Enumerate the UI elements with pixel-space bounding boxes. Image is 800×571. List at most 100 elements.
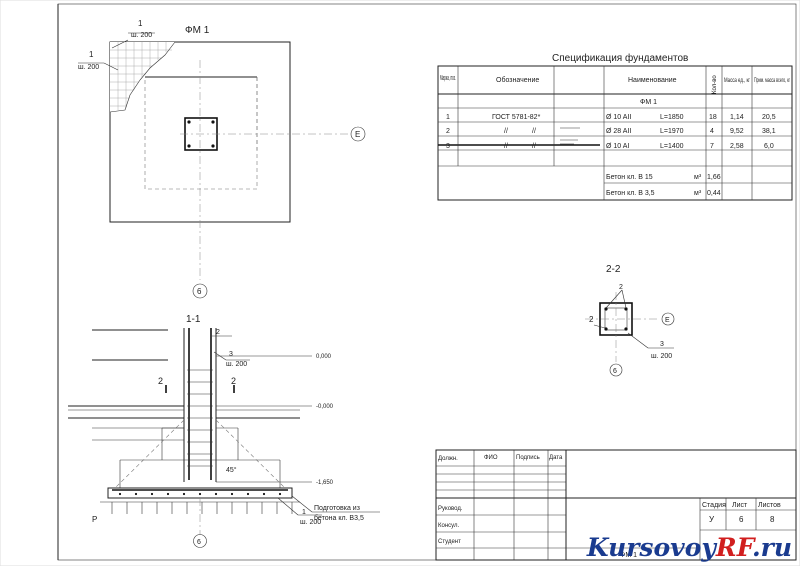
spec-row-len: L=1400 bbox=[660, 143, 684, 150]
section-11-axis-bubble bbox=[193, 534, 207, 548]
spec-row-pos: 3 bbox=[446, 143, 450, 150]
section-11-stirrups bbox=[187, 369, 213, 467]
stamp-sheet: 6 bbox=[739, 515, 744, 524]
spec-header-designation: Обозначение bbox=[496, 76, 539, 84]
spec-table: Спецификация фундаментов Марка, поз. Обо… bbox=[437, 52, 793, 201]
spec-row-des2: // bbox=[532, 143, 536, 150]
spec-row-mass: 1,14 bbox=[730, 114, 744, 121]
watermark-part1: Kursovoy bbox=[586, 533, 716, 562]
stamp-sheets-label: Листов bbox=[758, 502, 781, 509]
spec-row-des2: // bbox=[532, 128, 536, 135]
stamp-stage: У bbox=[709, 515, 715, 524]
spec-concrete-unit: м³ bbox=[694, 174, 702, 181]
spec-row-mass: 2,58 bbox=[730, 143, 744, 150]
section-22-label-2-top: 2 bbox=[619, 284, 623, 291]
stamp-sheets: 8 bbox=[770, 515, 775, 524]
section-22-label-2-left: 2 bbox=[589, 315, 594, 324]
spec-row-qty: 18 bbox=[709, 114, 717, 121]
spec-row-des1: // bbox=[504, 143, 508, 150]
stamp-sheet-label: Лист bbox=[732, 502, 748, 509]
spec-row-total: 20,5 bbox=[762, 114, 776, 121]
section-1-1: 1-1 bbox=[68, 314, 380, 548]
section-11-label-2: 2 bbox=[216, 329, 220, 336]
section-22-label-3-text: ш. 200 bbox=[651, 353, 672, 360]
spec-concrete-value: 1,66 bbox=[707, 174, 721, 181]
watermark-part3: .ru bbox=[751, 533, 792, 562]
stamp-stage-label: Стадия bbox=[702, 502, 726, 509]
spec-header-name: Наименование bbox=[628, 77, 677, 84]
spec-header-mark: Марка, поз. bbox=[440, 75, 456, 82]
section-11-label-1: 1 bbox=[302, 509, 306, 516]
stamp-col-position: Должн. bbox=[438, 456, 458, 462]
section-11-cut-right: 2 bbox=[231, 376, 236, 386]
section-22-axis-e-bubble bbox=[661, 312, 675, 326]
foundation-plan: 1 ш. 200 ФМ 1 1 ш. 200 Е 6 bbox=[78, 19, 366, 299]
spec-row-dia: Ø 10 AII bbox=[606, 114, 631, 121]
section-11-load-arrows bbox=[111, 502, 293, 514]
section-11-level-1: 0,000 bbox=[316, 354, 332, 360]
stamp-col-sign: Подпись bbox=[516, 455, 540, 461]
spec-row-total: 6,0 bbox=[764, 143, 774, 150]
section-22-axis-g-label: 6 bbox=[613, 368, 617, 375]
section-22-axis-g-bubble bbox=[609, 363, 623, 377]
plan-axis-e-bubble bbox=[350, 126, 366, 142]
plan-rebar-grid bbox=[109, 41, 176, 113]
stamp-row-student: Студент bbox=[438, 539, 461, 545]
plan-axis-e-label: Е bbox=[355, 130, 360, 139]
stamp-row-consultant: Консул. bbox=[438, 523, 460, 529]
section-11-prep-line1: Подготовка из bbox=[314, 505, 360, 512]
section-22-axis-e-label: Е bbox=[665, 317, 670, 324]
spec-row-des1: // bbox=[504, 128, 508, 135]
section-11-prep-line2: бетона кл. В3,5 bbox=[314, 514, 364, 522]
spec-group: ФМ 1 bbox=[640, 99, 657, 106]
spec-header-mass: Масса ед., кг bbox=[724, 78, 751, 84]
spec-concrete-name: Бетон кл. В 3,5 bbox=[606, 190, 655, 197]
section-11-label-3-text: ш. 200 bbox=[226, 361, 247, 368]
plan-callout-top-text: ш. 200 bbox=[131, 32, 152, 39]
stamp-col-date: Дата bbox=[549, 455, 563, 461]
section-11-angle: 45° bbox=[226, 466, 237, 474]
spec-concrete-1: Бетон кл. В 15 м³ 1,66 bbox=[606, 174, 721, 181]
spec-row-pos: 2 bbox=[446, 128, 450, 135]
section-22-title: 2-2 bbox=[606, 264, 621, 275]
spec-concrete-2: Бетон кл. В 3,5 м³ 0,44 bbox=[606, 190, 721, 197]
section-11-level-2: -0,000 bbox=[316, 404, 334, 410]
spec-row-3: 3 // // Ø 10 AI L=1400 7 2,58 6,0 bbox=[446, 143, 774, 150]
spec-row-total: 38,1 bbox=[762, 128, 776, 135]
spec-row-qty: 4 bbox=[710, 128, 714, 135]
stamp-col-name: ФИО bbox=[484, 455, 498, 461]
stamp-row-supervisor: Руковод. bbox=[438, 506, 463, 512]
spec-row-qty: 7 bbox=[710, 143, 714, 150]
plan-callout-top-num: 1 bbox=[138, 19, 143, 28]
section-11-title: 1-1 bbox=[186, 314, 201, 325]
watermark-part2: RF bbox=[715, 533, 752, 562]
plan-axis-g-bubble bbox=[192, 283, 208, 299]
section-11-axis-label: 6 bbox=[197, 539, 201, 546]
section-11-rebar-dots bbox=[118, 492, 282, 496]
spec-title: Спецификация фундаментов bbox=[552, 52, 688, 64]
spec-row-dia: Ø 28 AII bbox=[606, 128, 631, 135]
plan-callout-left-num: 1 bbox=[89, 50, 94, 59]
plan-title: ФМ 1 bbox=[185, 25, 210, 36]
section-22-label-3: 3 bbox=[660, 341, 664, 348]
section-2-2: 2-2 2 2 3 ш. 200 Е 6 bbox=[585, 264, 675, 377]
spec-row-1: 1 ГОСТ 5781-82* Ø 10 AII L=1850 18 1,14 … bbox=[446, 114, 776, 121]
plan-axis-g-label: 6 bbox=[197, 287, 202, 296]
spec-row-pos: 1 bbox=[446, 114, 450, 121]
spec-concrete-name: Бетон кл. В 15 bbox=[606, 174, 653, 181]
section-11-p-label: Р bbox=[92, 515, 97, 524]
spec-row-len: L=1970 bbox=[660, 128, 684, 135]
plan-callout-left-text: ш. 200 bbox=[78, 64, 99, 71]
stamp-bottom-label: ФМ 1 bbox=[620, 552, 637, 559]
title-block: Должн. ФИО Подпись Дата Руковод. Консул.… bbox=[435, 449, 797, 561]
watermark-logo[interactable]: KursovoyRF.ru bbox=[587, 533, 792, 562]
spec-row-des1: ГОСТ 5781-82* bbox=[492, 114, 541, 121]
spec-row-dia: Ø 10 AI bbox=[606, 143, 629, 150]
spec-row-len: L=1850 bbox=[660, 114, 684, 121]
section-11-label-1-text: ш. 200 bbox=[300, 519, 321, 526]
spec-row-2: 2 // // Ø 28 AII L=1970 4 9,52 38,1 bbox=[446, 128, 776, 135]
section-11-level-3: -1,650 bbox=[316, 480, 334, 486]
section-11-label-3: 3 bbox=[229, 351, 233, 358]
spec-concrete-unit: м³ bbox=[694, 190, 702, 197]
